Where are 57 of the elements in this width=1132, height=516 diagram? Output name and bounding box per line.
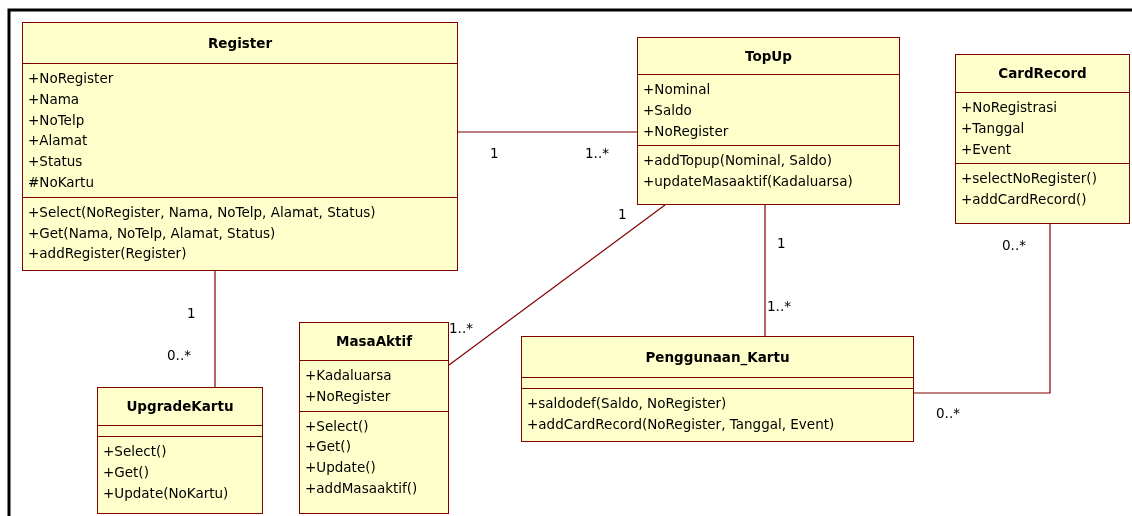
multiplicity-label: 0..*: [936, 405, 960, 421]
attribute-text: +NoRegister: [305, 386, 391, 406]
attribute-text: +Alamat: [28, 131, 88, 151]
method-text: +Select(): [103, 442, 167, 461]
attribute-text: +Tanggal: [961, 118, 1025, 138]
class-box: [299, 322, 449, 514]
method-text: +addCardRecord(): [961, 190, 1087, 210]
method-text: +Get(): [103, 462, 149, 482]
method-text: +Select(): [305, 416, 369, 436]
association-line: [448, 204, 666, 366]
multiplicity-label: 0..*: [1002, 237, 1026, 253]
class-name: Register: [207, 33, 273, 53]
class-name: CardRecord: [998, 64, 1087, 84]
method-text: +Update(NoKartu): [103, 483, 229, 503]
attribute-text: +NoRegister: [643, 121, 729, 141]
method-text: +addCardRecord(NoRegister, Tanggal, Event): [527, 414, 835, 434]
method-text: +addRegister(Register): [28, 244, 187, 264]
attribute-text: +Nama: [28, 89, 80, 109]
attribute-text: +Saldo: [643, 100, 692, 120]
association-line: [214, 270, 216, 388]
method-text: +Get(): [305, 437, 351, 457]
association-line: [913, 223, 1051, 394]
attribute-text: +NoRegister: [28, 69, 114, 88]
multiplicity-label: 1: [490, 145, 499, 161]
method-text: +addTopup(Nominal, Saldo): [643, 151, 832, 171]
method-text: +saldodef(Saldo, NoRegister): [527, 394, 727, 413]
method-text: +Update(): [305, 458, 376, 478]
method-text: +addMasaaktif(): [305, 479, 418, 498]
attribute-text: +NoRegistrasi: [961, 98, 1057, 117]
method-text: +Select(NoRegister, Nama, NoTelp, Alamat, Status): [28, 202, 376, 222]
method-text: +selectNoRegister(): [961, 169, 1097, 189]
attribute-text: +Kadaluarsa: [305, 366, 392, 385]
attribute-text: +Status: [28, 152, 83, 172]
multiplicity-label: 1: [618, 206, 627, 222]
class-name: UpgradeKartu: [126, 397, 234, 417]
attribute-text: +Nominal: [643, 80, 711, 99]
class-box: [521, 336, 914, 442]
multiplicity-label: 1..*: [585, 145, 609, 161]
association-line: [457, 131, 638, 133]
multiplicity-label: 1: [187, 305, 196, 321]
multiplicity-label: 1: [777, 235, 786, 251]
class-box: [637, 37, 900, 205]
class-box: [97, 387, 263, 514]
attribute-text: +Event: [961, 139, 1011, 159]
class-name: Penggunaan_Kartu: [645, 347, 790, 368]
multiplicity-label: 0..*: [167, 347, 191, 363]
method-text: +Get(Nama, NoTelp, Alamat, Status): [28, 223, 276, 243]
class-box: [955, 54, 1130, 224]
multiplicity-label: 1..*: [449, 320, 473, 336]
class-name: MasaAktif: [335, 332, 413, 352]
attribute-text: #NoKartu: [28, 173, 94, 192]
association-line: [764, 204, 766, 337]
class-name: TopUp: [745, 46, 792, 66]
multiplicity-label: 1..*: [767, 298, 791, 314]
method-text: +updateMasaaktif(Kadaluarsa): [643, 172, 853, 192]
class-box: [22, 22, 458, 271]
attribute-text: +NoTelp: [28, 110, 85, 130]
